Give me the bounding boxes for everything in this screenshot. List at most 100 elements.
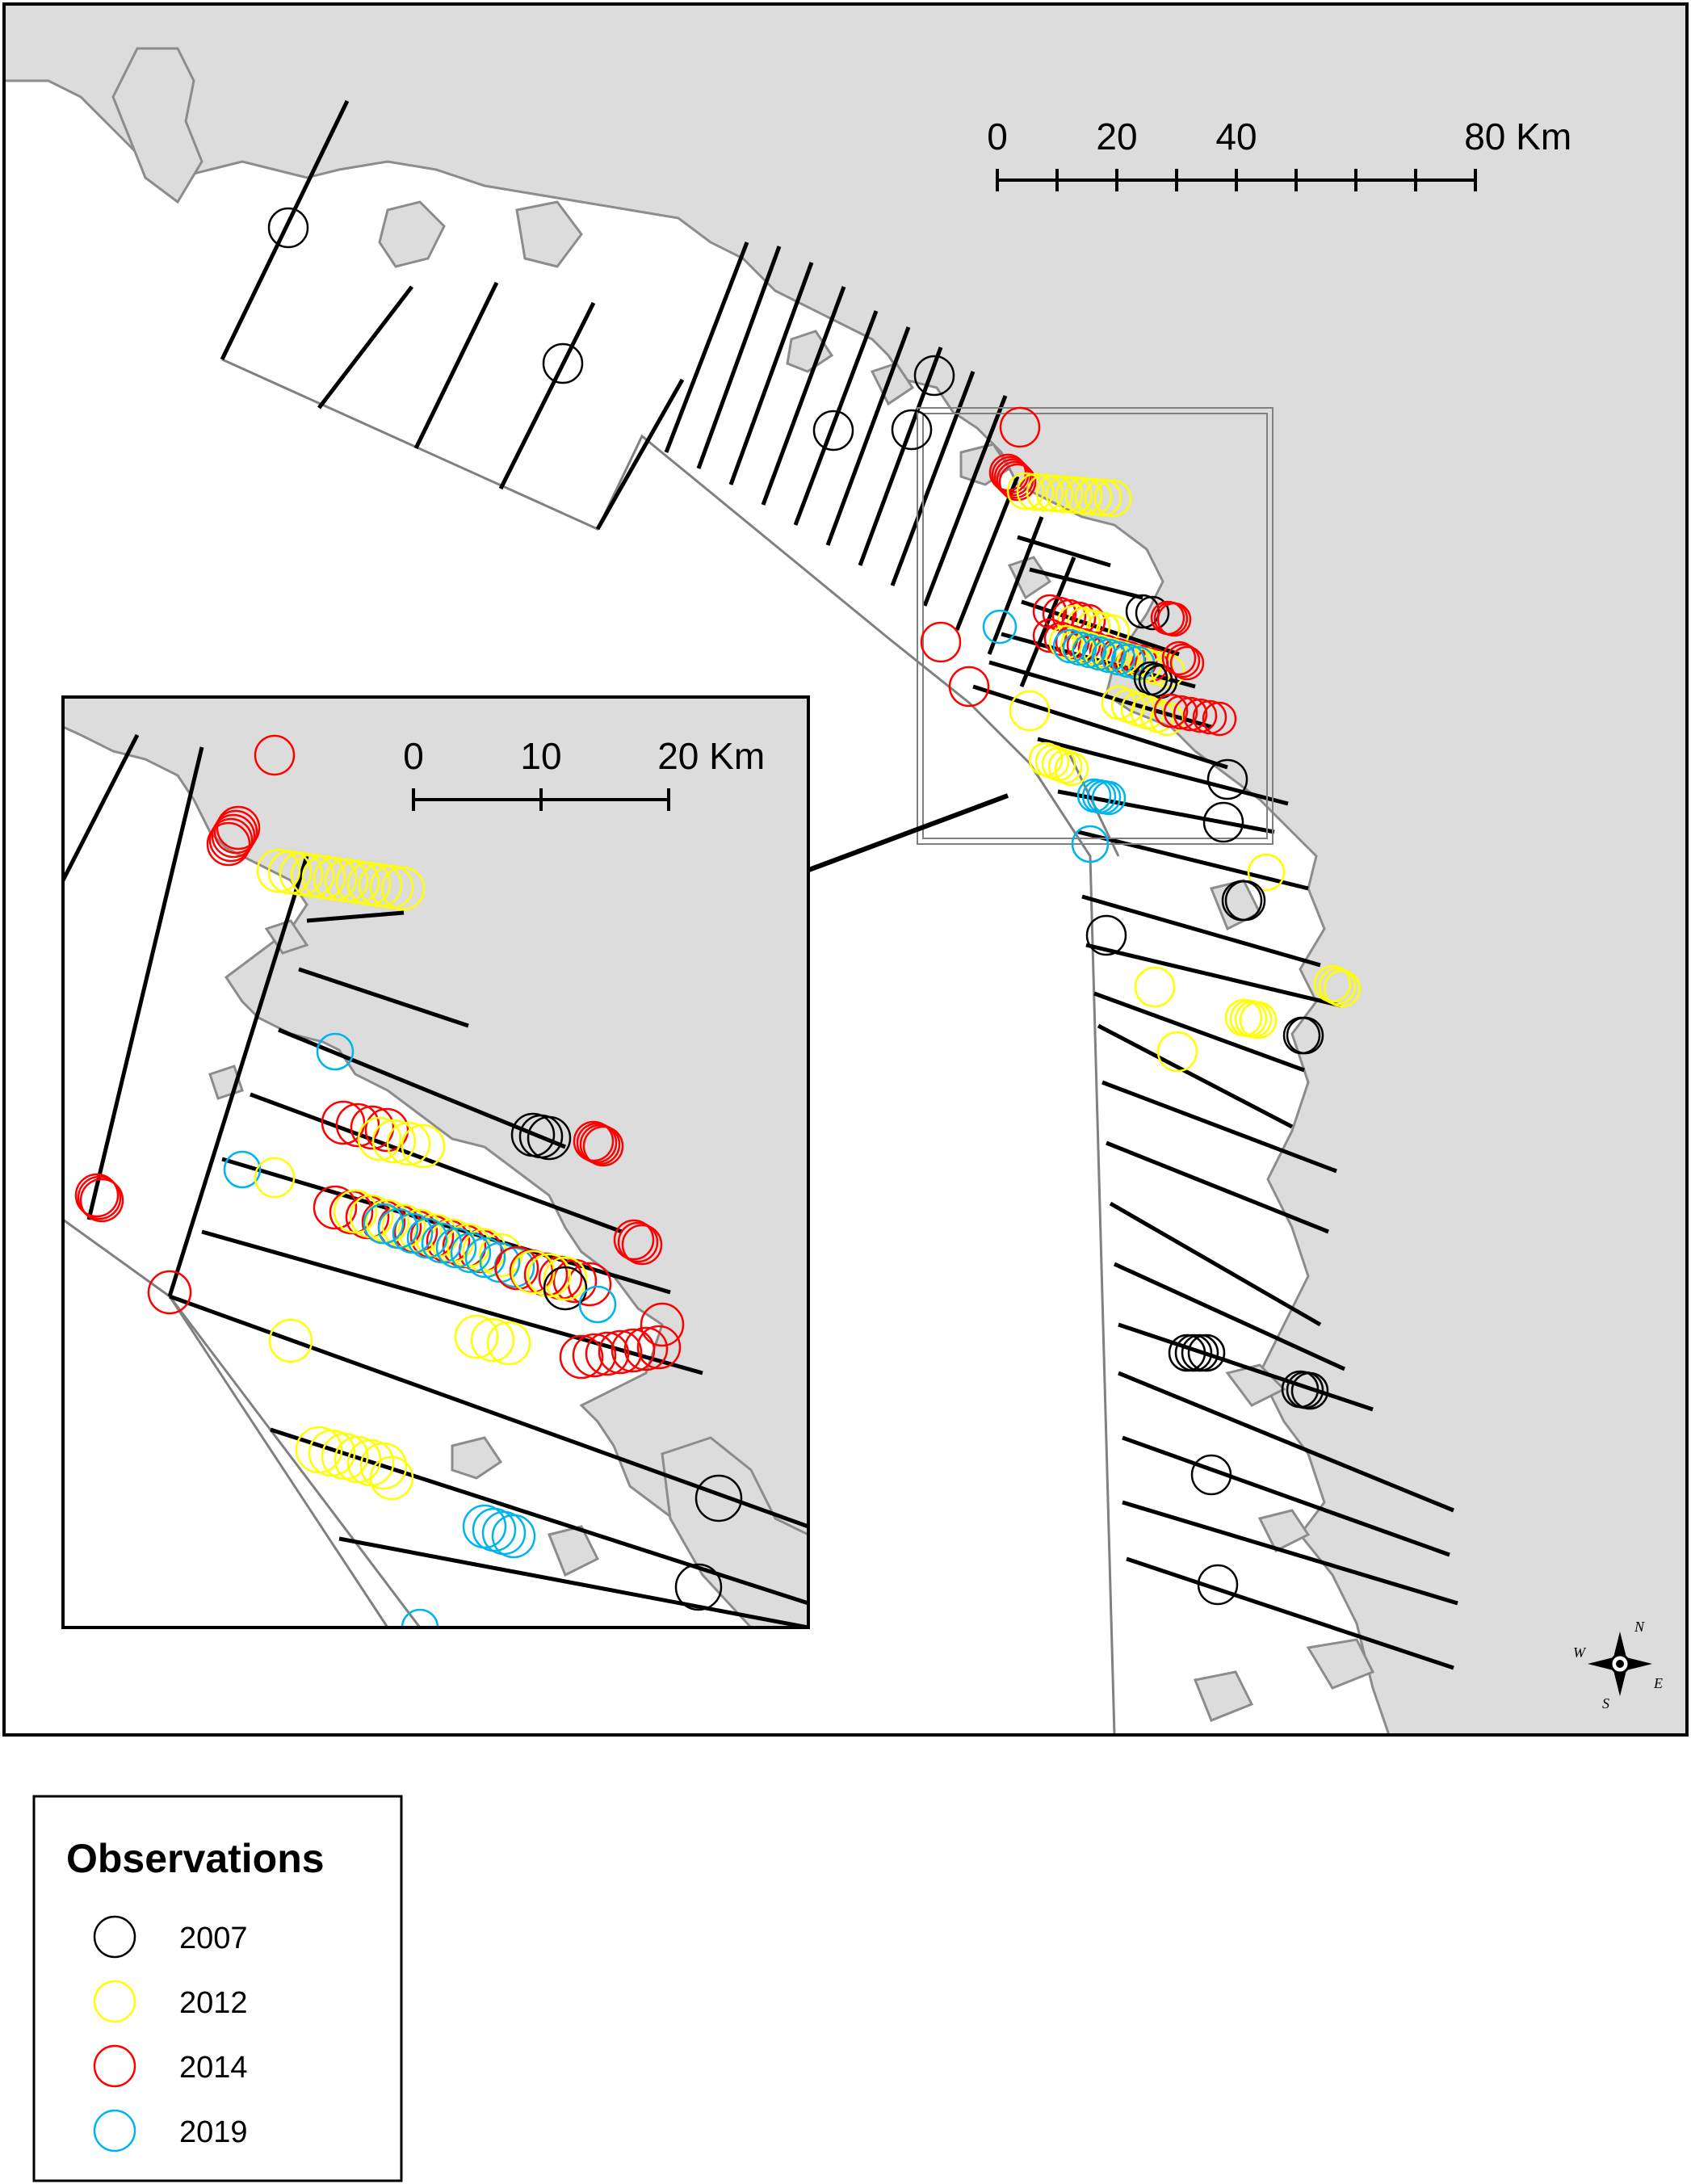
observation-2012-icon: [486, 1321, 531, 1366]
observation-2012-icon: [313, 856, 358, 901]
observation-2012-icon: [543, 1256, 588, 1301]
transect-line: [1077, 830, 1309, 891]
observation-2012-icon: [358, 863, 403, 908]
transect-line: [1017, 535, 1111, 568]
observation-2014-icon: [208, 817, 254, 863]
observation-2012-icon: [1239, 1001, 1278, 1040]
transect-line: [972, 684, 1228, 770]
observation-2019-icon: [1091, 780, 1127, 816]
observation-2012-icon: [359, 1442, 408, 1490]
observation-2012-icon: [527, 1253, 572, 1298]
observation-2019-icon: [223, 1150, 262, 1189]
transect-line: [1057, 789, 1275, 834]
observation-2012-icon: [1064, 477, 1103, 515]
transect-line: [1126, 1556, 1454, 1670]
legend-swatch-2007-icon: [93, 1915, 136, 1959]
transect-line: [338, 1536, 808, 1628]
transect-line: [1101, 1080, 1337, 1174]
transect-line: [1118, 1322, 1374, 1412]
transect-line: [1085, 943, 1341, 1008]
transect-line: [1113, 1262, 1346, 1371]
observation-2014-icon: [613, 1219, 655, 1261]
transect-line: [63, 733, 140, 882]
observation-2014-icon: [576, 1122, 618, 1164]
observation-2012-icon: [470, 1317, 515, 1363]
observation-2012-icon: [380, 866, 426, 911]
compass-rose-icon: N S E W: [1573, 1619, 1663, 1712]
transect-line: [825, 326, 911, 546]
observation-2014-icon: [611, 1328, 656, 1373]
observation-2007-icon: [1190, 1454, 1232, 1496]
observation-2007-icon: [543, 1266, 588, 1311]
transect-line: [955, 476, 1020, 631]
scale-label: 20 Km: [657, 735, 765, 777]
legend-label-2012: 2012: [179, 1986, 248, 2020]
observation-2014-icon: [313, 1185, 358, 1230]
observation-2007-icon: [1187, 1334, 1226, 1372]
observation-2014-icon: [948, 666, 990, 708]
transect-line: [201, 1229, 703, 1376]
observation-2007-icon: [1174, 1334, 1213, 1372]
observation-2007-icon: [1290, 1371, 1329, 1410]
observation-2014-icon: [254, 734, 296, 776]
observation-2014-icon: [1163, 695, 1198, 730]
legend-swatch-2019-icon: [93, 2109, 136, 2152]
observation-2007-icon: [1168, 1334, 1206, 1372]
observation-2012-icon: [1035, 474, 1074, 513]
legend-title: Observations: [66, 1836, 325, 1881]
observation-2014-icon: [582, 1125, 624, 1167]
observation-2012-icon: [1009, 690, 1051, 732]
observation-2012-icon: [1006, 472, 1045, 510]
observation-2012-icon: [1323, 969, 1362, 1008]
scale-label: 40: [1215, 116, 1257, 158]
observation-2014-icon: [79, 1178, 124, 1223]
transect-line: [793, 310, 879, 526]
observation-2012-icon: [1047, 749, 1083, 784]
transect-line: [86, 746, 204, 1220]
observation-2014-icon: [1173, 696, 1208, 732]
observation-2012-icon: [386, 1121, 431, 1166]
observation-2014-icon: [77, 1175, 122, 1220]
observation-2014-icon: [999, 406, 1041, 448]
scale-label: 0: [403, 735, 424, 777]
observation-2012-icon: [357, 1116, 402, 1161]
observation-2007-icon: [1224, 880, 1266, 922]
observation-2014-icon: [1066, 628, 1101, 663]
transect-line: [1093, 991, 1305, 1073]
observation-2012-icon: [1054, 751, 1089, 787]
transect-line: [317, 285, 413, 410]
observation-2007-icon: [812, 410, 854, 452]
observation-2012-icon: [1041, 746, 1076, 782]
observation-2012-icon: [1093, 479, 1132, 518]
observation-2014-icon: [640, 1302, 685, 1347]
transect-line: [1037, 737, 1289, 806]
transect-line: [664, 242, 749, 453]
transect-line: [221, 1157, 671, 1295]
observation-2012-icon: [1074, 477, 1113, 516]
observation-2014-icon: [572, 1333, 617, 1378]
legend-swatch-2012-icon: [93, 1980, 136, 2023]
observation-2012-icon: [254, 1157, 296, 1199]
observation-2007-icon: [1202, 801, 1244, 843]
transect-line: [728, 262, 814, 485]
observation-2019-icon: [377, 1208, 419, 1250]
observation-2007-icon: [891, 409, 933, 451]
observation-2012-icon: [369, 1455, 414, 1501]
transect-line: [298, 967, 469, 1028]
observation-2007-icon: [1135, 595, 1170, 631]
observation-2007-icon: [913, 355, 955, 397]
observation-2007-icon: [542, 342, 584, 384]
observation-2012-icon: [1318, 967, 1357, 1006]
transect-line: [858, 346, 943, 566]
observation-2012-icon: [1026, 473, 1064, 512]
transect-line: [1029, 567, 1143, 600]
observation-2007-icon: [527, 1115, 572, 1161]
observation-2012-icon: [1247, 853, 1286, 892]
observation-2012-icon: [1045, 475, 1084, 514]
transect-line: [595, 378, 685, 531]
observation-2012-icon: [1028, 741, 1064, 777]
transect-line: [1106, 1140, 1329, 1234]
observation-2007-icon: [674, 1563, 723, 1611]
